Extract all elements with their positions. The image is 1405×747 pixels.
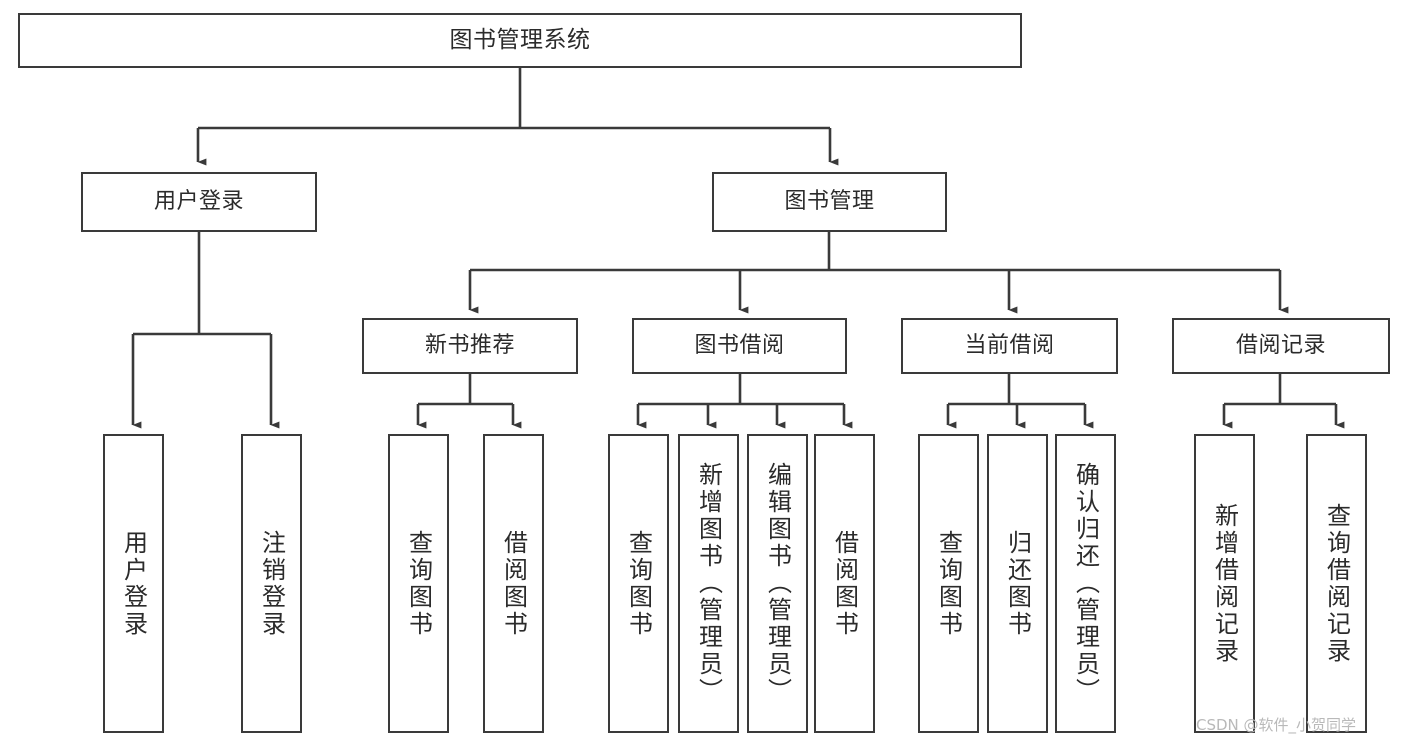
node-book-manage[interactable]: 图书管理 bbox=[712, 172, 947, 232]
node-borrow-record[interactable]: 借阅记录 bbox=[1172, 318, 1390, 374]
node-leaf-confirm-return[interactable]: 确认归还（管理员） bbox=[1055, 434, 1116, 733]
node-leaf-borrow-book-1[interactable]: 借阅图书 bbox=[483, 434, 544, 733]
node-label: 查询图书 bbox=[934, 529, 963, 638]
node-label: 编辑图书（管理员） bbox=[763, 462, 792, 705]
node-label: 借阅图书 bbox=[830, 529, 859, 638]
node-leaf-query-book-2[interactable]: 查询图书 bbox=[608, 434, 669, 733]
node-user-login[interactable]: 用户登录 bbox=[81, 172, 317, 232]
node-new-book-recommend[interactable]: 新书推荐 bbox=[362, 318, 578, 374]
node-label: 新增借阅记录 bbox=[1210, 502, 1239, 665]
csdn-watermark: CSDN @软件_小贺同学 bbox=[1196, 716, 1357, 734]
node-label: 借阅记录 bbox=[1235, 332, 1326, 358]
node-leaf-user-login[interactable]: 用户登录 bbox=[103, 434, 164, 733]
node-root-book-management-system[interactable]: 图书管理系统 bbox=[18, 13, 1022, 68]
node-label: 查询借阅记录 bbox=[1322, 502, 1351, 665]
node-leaf-query-record[interactable]: 查询借阅记录 bbox=[1306, 434, 1367, 733]
node-label: 图书管理系统 bbox=[449, 26, 591, 53]
node-leaf-borrow-book-2[interactable]: 借阅图书 bbox=[814, 434, 875, 733]
node-current-borrow[interactable]: 当前借阅 bbox=[901, 318, 1118, 374]
node-label: 查询图书 bbox=[624, 529, 653, 638]
node-label: 图书借阅 bbox=[694, 332, 785, 358]
node-label: 归还图书 bbox=[1003, 529, 1032, 638]
node-label: 新增图书（管理员） bbox=[694, 462, 723, 705]
node-book-borrow[interactable]: 图书借阅 bbox=[632, 318, 847, 374]
node-label: 查询图书 bbox=[404, 529, 433, 638]
node-leaf-add-record[interactable]: 新增借阅记录 bbox=[1194, 434, 1255, 733]
node-label: 新书推荐 bbox=[424, 332, 515, 358]
node-label: 图书管理 bbox=[784, 188, 875, 214]
node-leaf-edit-book[interactable]: 编辑图书（管理员） bbox=[747, 434, 808, 733]
node-leaf-add-book[interactable]: 新增图书（管理员） bbox=[678, 434, 739, 733]
node-leaf-query-book-1[interactable]: 查询图书 bbox=[388, 434, 449, 733]
node-label: 当前借阅 bbox=[964, 332, 1055, 358]
node-leaf-return-book[interactable]: 归还图书 bbox=[987, 434, 1048, 733]
node-label: 用户登录 bbox=[119, 529, 148, 638]
node-label: 借阅图书 bbox=[499, 529, 528, 638]
node-leaf-logout-login[interactable]: 注销登录 bbox=[241, 434, 302, 733]
node-label: 确认归还（管理员） bbox=[1071, 462, 1100, 705]
node-label: 用户登录 bbox=[153, 188, 244, 214]
node-leaf-query-book-3[interactable]: 查询图书 bbox=[918, 434, 979, 733]
node-label: 注销登录 bbox=[257, 529, 286, 638]
